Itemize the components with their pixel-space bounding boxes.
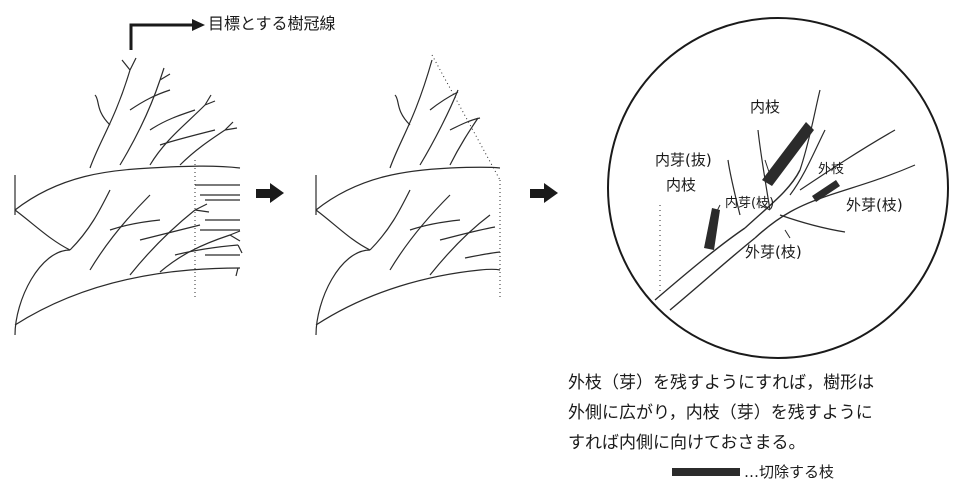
legend-text: …切除する枝 xyxy=(744,463,835,481)
crown-line-label: 目標とする樹冠線 xyxy=(208,14,336,33)
crown-line-arrow xyxy=(129,19,205,50)
label-inner-branch-left: 内枝 xyxy=(666,176,697,194)
note-line-2: 外側に広がり，内枝（芽）を残すように xyxy=(568,403,873,423)
note-line-3: すれば内側に向けておさまる。 xyxy=(568,433,806,453)
label-inner-branch-top: 内枝 xyxy=(750,98,781,116)
tree-unpruned xyxy=(14,57,243,336)
tree-pruned xyxy=(315,59,501,336)
label-inner-bud-cut: 内芽(抜) xyxy=(655,151,712,169)
detail-circle xyxy=(607,17,949,359)
label-outer-bud-bottom: 外芽(枝) xyxy=(745,243,802,261)
label-outer-branch: 外枝 xyxy=(818,162,845,177)
explanation-note: 外枝（芽）を残すようにすれば，樹形は 外側に広がり，内枝（芽）を残すように すれ… xyxy=(568,368,874,458)
cut-branch-swatch xyxy=(672,467,740,476)
note-line-1: 外枝（芽）を残すようにすれば，樹形は xyxy=(568,373,875,393)
legend: …切除する枝 xyxy=(672,461,834,482)
label-outer-bud-right: 外芽(枝) xyxy=(846,196,903,214)
step-arrow-2 xyxy=(530,183,558,203)
step-arrow-1 xyxy=(256,183,284,203)
label-inner-bud-branch: 内芽(枝) xyxy=(725,196,775,211)
